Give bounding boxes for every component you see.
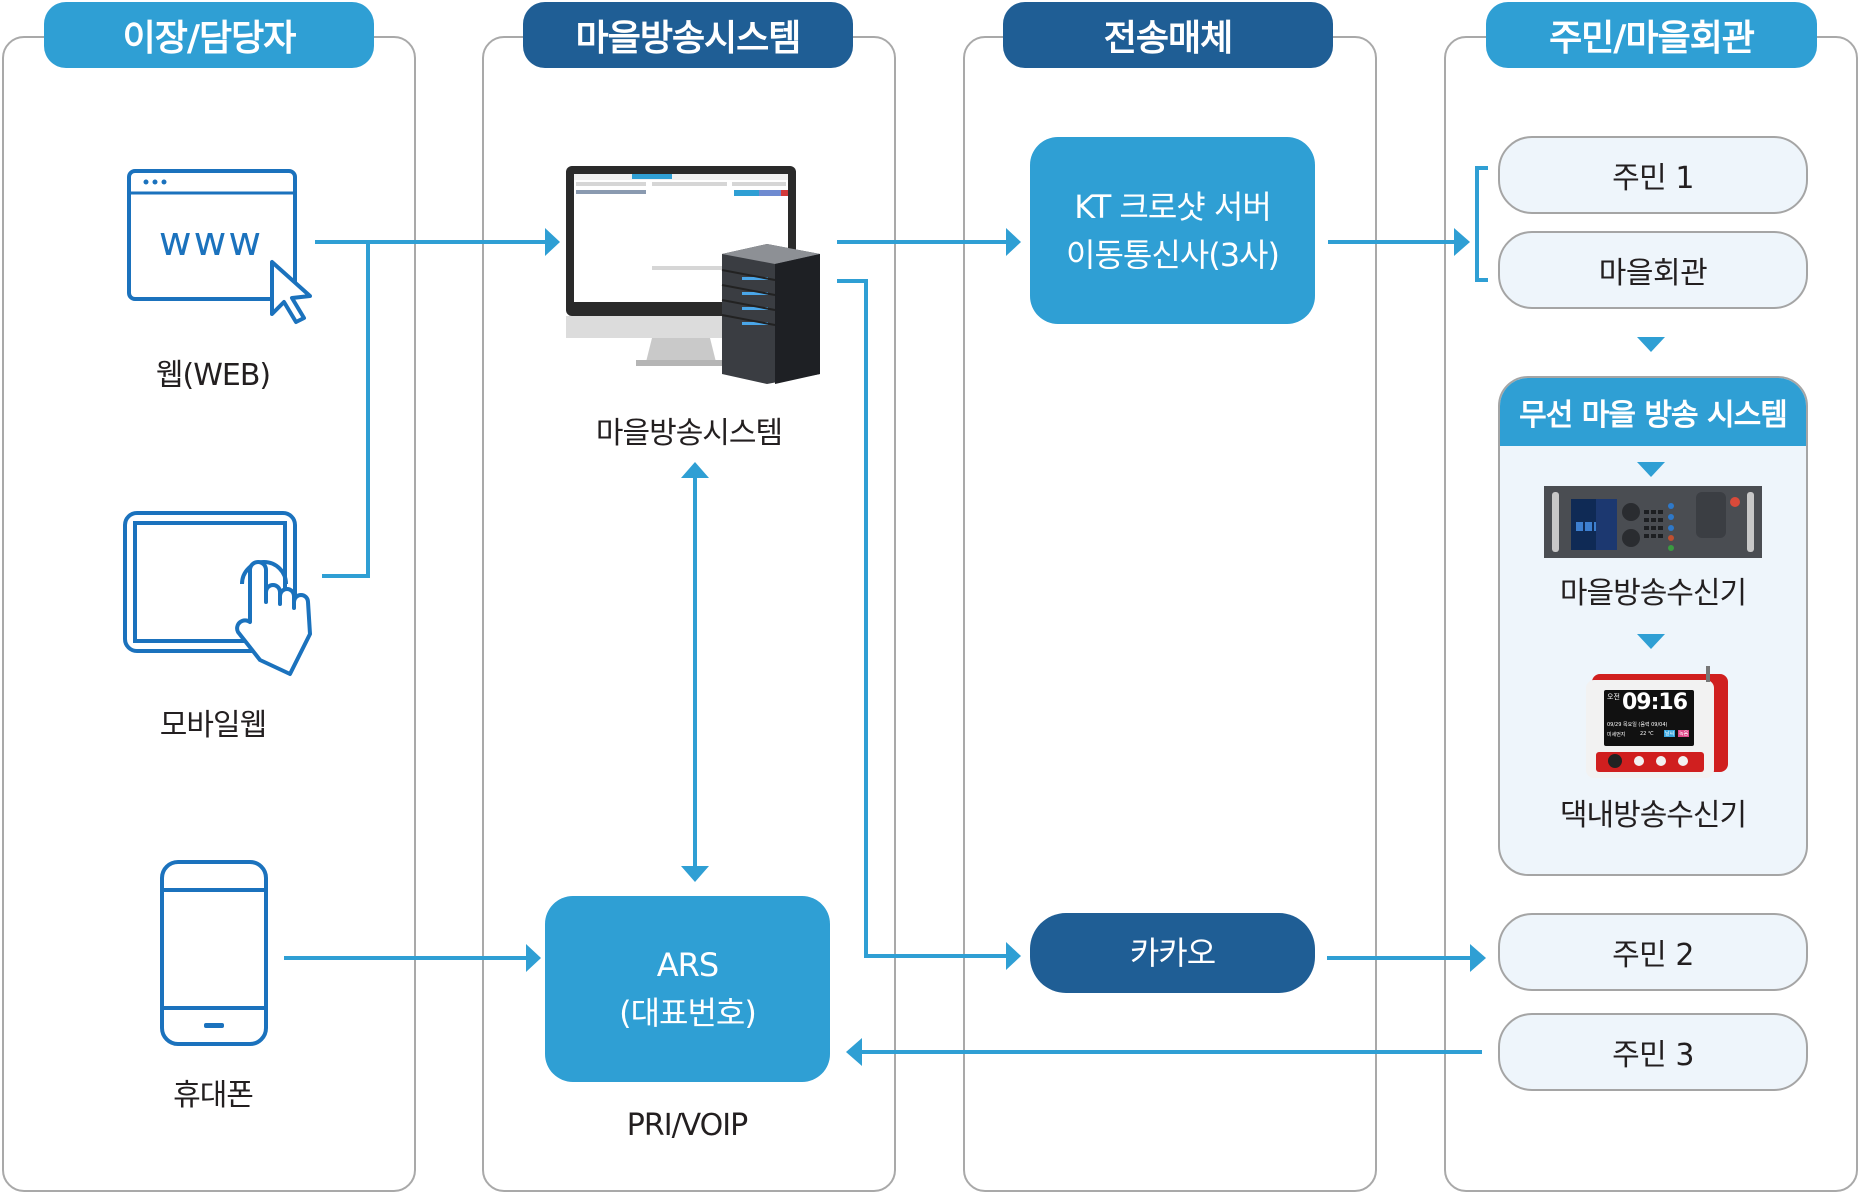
kt-line1: KT 크로샷 서버: [1074, 187, 1272, 226]
screen-date: 09/29 목요일 (음력 09/04): [1607, 722, 1668, 728]
system-label: 마을방송시스템: [595, 416, 783, 451]
resident-1: 주민 1: [1498, 136, 1808, 214]
kakao-label: 카카오: [1129, 934, 1216, 972]
village-receiver-icon: [1544, 486, 1762, 558]
pri-voip-label: PRI/VOIP: [626, 1108, 748, 1143]
wireless-broadcast-system: 무선 마을 방송 시스템: [1498, 376, 1808, 876]
screen-tag-record: 녹음: [1678, 730, 1690, 737]
kt-line2: 이동통신사(3사): [1066, 235, 1280, 274]
screen-tag-weather: 날씨: [1664, 730, 1676, 737]
resident-2: 주민 2: [1498, 913, 1808, 991]
tablet-touch-icon: [123, 511, 312, 676]
browser-www-cursor-icon: www: [127, 169, 312, 324]
screen-dust: 미세먼지: [1607, 732, 1626, 738]
smartphone-icon: [160, 860, 268, 1046]
svg-text:www: www: [159, 219, 263, 265]
ars-box: ARS (대표번호): [545, 896, 830, 1082]
mobile-web-label: 모바일웹: [159, 708, 267, 743]
screen-temp: 22 ℃: [1640, 731, 1654, 737]
kt-crossshot-box: KT 크로샷 서버 이동통신사(3사): [1030, 137, 1315, 324]
kakao-box: 카카오: [1030, 913, 1315, 993]
header-residents: 주민/마을회관: [1486, 2, 1817, 68]
monitor-server-icon: [566, 166, 820, 384]
web-label: 웹(WEB): [155, 358, 271, 393]
screen-time: 09:16: [1622, 690, 1688, 715]
village-hall: 마을회관: [1498, 231, 1808, 309]
home-receiver-label: 댁내방송수신기: [1559, 798, 1747, 833]
ars-subtitle: (대표번호): [619, 994, 757, 1032]
header-admin: 이장/담당자: [44, 2, 374, 68]
screen-ampm: 오전: [1607, 693, 1620, 701]
ars-title: ARS: [656, 946, 719, 984]
header-system: 마을방송시스템: [523, 2, 853, 68]
village-receiver-label: 마을방송수신기: [1559, 576, 1747, 611]
header-media: 전송매체: [1003, 2, 1333, 68]
wireless-title: 무선 마을 방송 시스템: [1500, 378, 1806, 446]
home-receiver-icon: 오전 09:16 09/29 목요일 (음력 09/04) 미세먼지 22 ℃ …: [1586, 666, 1732, 778]
column-admin: [2, 36, 416, 1192]
resident-3: 주민 3: [1498, 1013, 1808, 1091]
phone-label: 휴대폰: [173, 1078, 254, 1113]
